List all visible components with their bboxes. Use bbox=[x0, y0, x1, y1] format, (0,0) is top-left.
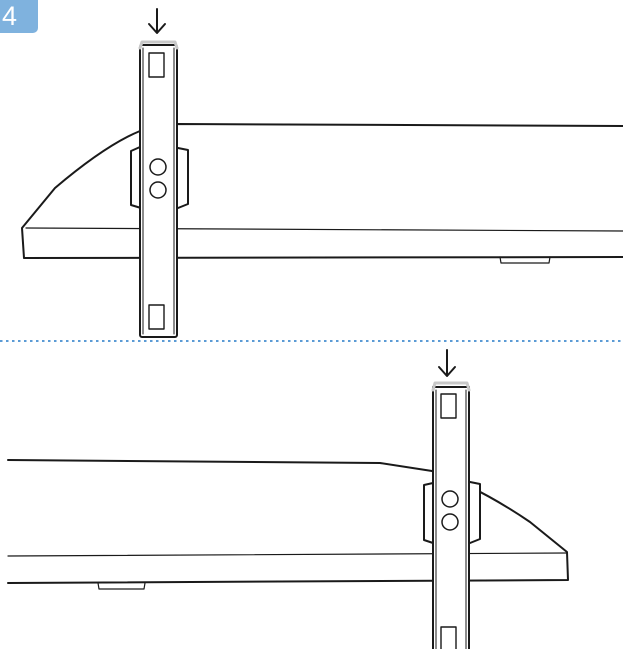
bottom-panel bbox=[7, 349, 569, 649]
screw-hole-icon bbox=[149, 181, 167, 199]
screw-hole-icon bbox=[149, 158, 167, 176]
screw-hole-icon bbox=[441, 490, 459, 508]
tv-body-bottom bbox=[7, 459, 569, 590]
top-panel bbox=[21, 8, 623, 338]
down-arrow-icon bbox=[148, 8, 166, 34]
step-number-badge: 4 bbox=[0, 0, 38, 33]
tv-body-top bbox=[21, 123, 623, 264]
stand-bracket-bottom bbox=[423, 481, 481, 544]
stand-bracket-top bbox=[130, 146, 189, 209]
screw-hole-icon bbox=[441, 513, 459, 531]
down-arrow-icon bbox=[438, 349, 456, 377]
